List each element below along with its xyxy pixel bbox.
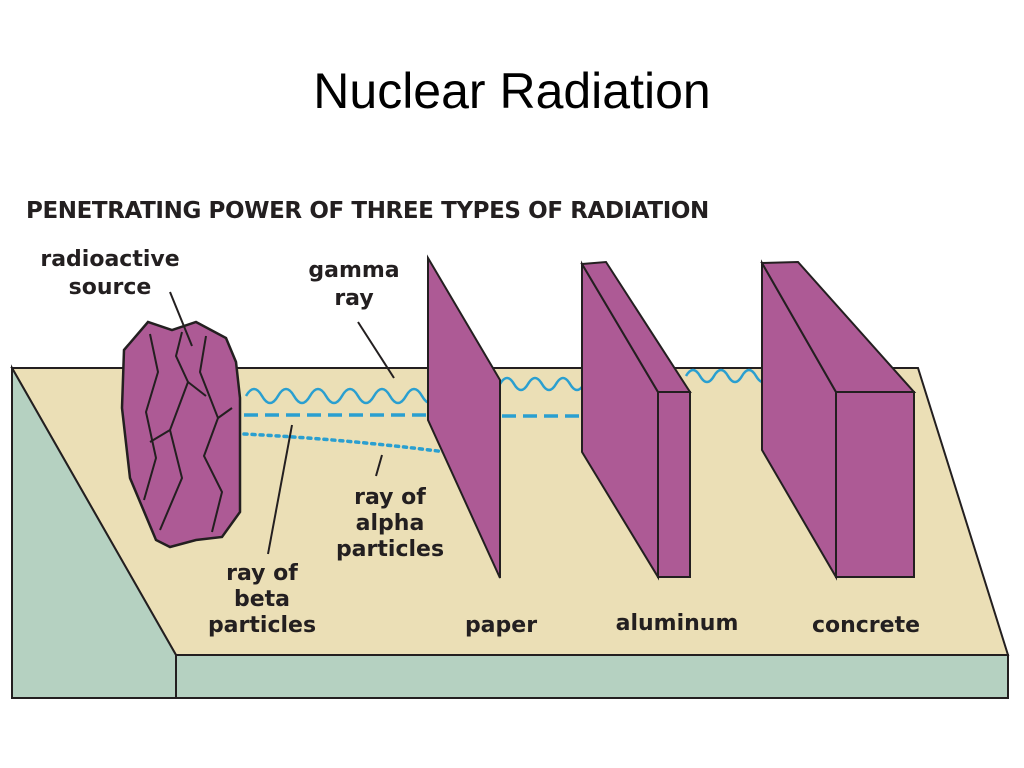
source-leader-line [169, 291, 193, 347]
beta-label-line1: ray of [226, 561, 298, 586]
paper-barrier [427, 254, 501, 579]
concrete-label: concrete [812, 613, 920, 638]
aluminum-label: aluminum [616, 611, 739, 636]
beta-label-line3: particles [208, 613, 316, 638]
beta-leader-line [267, 424, 293, 555]
alpha-leader-line [375, 454, 383, 477]
gamma-label-line1: gamma [308, 258, 399, 283]
alpha-label-line3: particles [336, 537, 444, 562]
gamma-label-line2: ray [334, 286, 373, 311]
aluminum-barrier [580, 260, 692, 581]
gamma-leader-line [357, 321, 395, 379]
source-label-line1: radioactive [40, 247, 179, 272]
concrete-barrier [760, 259, 917, 581]
alpha-label-line2: alpha [356, 511, 425, 536]
source-label-line2: source [69, 275, 152, 300]
radioactive-source [120, 320, 242, 549]
slide-title: Nuclear Radiation [313, 63, 711, 119]
alpha-ray [242, 432, 470, 457]
table-front-side [175, 654, 1009, 699]
beta-label-line2: beta [234, 587, 290, 612]
figure-heading: PENETRATING POWER OF THREE TYPES OF RADI… [26, 198, 709, 224]
paper-label: paper [465, 613, 537, 638]
alpha-label-line1: ray of [354, 485, 426, 510]
